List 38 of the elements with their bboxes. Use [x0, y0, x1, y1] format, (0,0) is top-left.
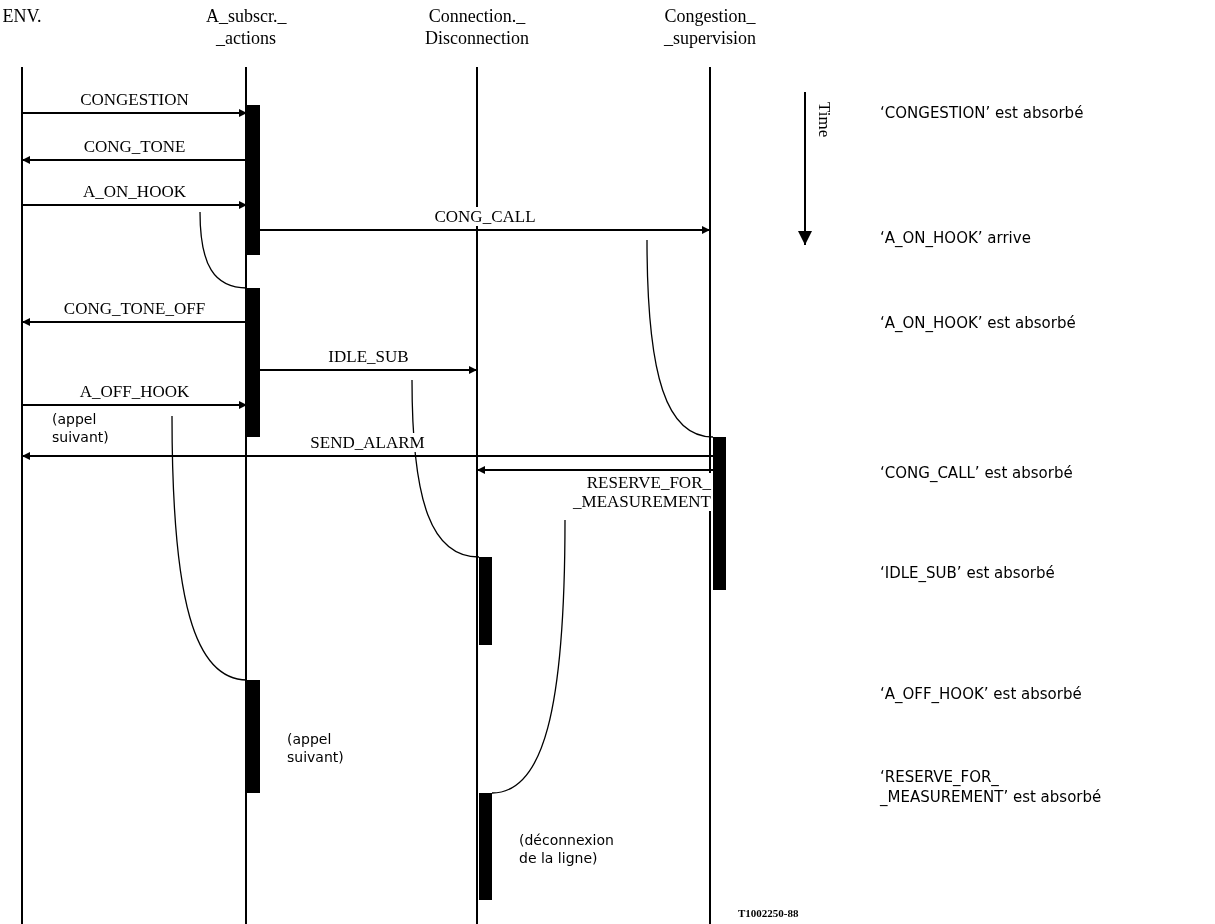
annotation: ‘CONG_CALL’ est absorbé	[880, 463, 1073, 483]
signal-curve	[646, 239, 714, 438]
lifeline-label: Connection._ Disconnection	[424, 5, 530, 49]
activation-bar	[479, 793, 492, 900]
activation-note: (appel suivant)	[287, 730, 345, 766]
activation-bar	[247, 680, 260, 793]
activation-bar	[247, 288, 260, 437]
message-label: CONG_CALL	[432, 207, 538, 226]
message-arrow	[21, 201, 248, 209]
message-arrow	[21, 318, 248, 326]
signal-curve	[411, 379, 480, 558]
annotation: ‘A_OFF_HOOK’ est absorbé	[880, 684, 1082, 704]
lifeline-label: A_subscr._ _actions	[206, 5, 286, 49]
message-arrow	[21, 401, 248, 409]
annotation: ‘IDLE_SUB’ est absorbé	[880, 563, 1055, 583]
message-note: (appel suivant)	[52, 410, 110, 446]
activation-bar	[713, 437, 726, 590]
activation-bar	[247, 105, 260, 255]
message-arrow	[21, 156, 248, 164]
activation-bar	[479, 557, 492, 645]
message-label: SEND_ALARM	[308, 433, 427, 452]
message-arrow	[259, 226, 711, 234]
lifeline-label: Congestion_ _supervision	[663, 5, 757, 49]
message-arrow	[21, 109, 248, 117]
message-arrow	[259, 366, 478, 374]
lifeline-label: ENV.	[1, 5, 43, 27]
signal-curve	[491, 519, 566, 794]
annotation: ‘CONGESTION’ est absorbé	[880, 103, 1084, 123]
annotation: ‘A_ON_HOOK’ est absorbé	[880, 313, 1076, 333]
signal-curve	[199, 211, 248, 289]
axis-label: Time	[814, 102, 834, 138]
annotation: ‘A_ON_HOOK’ arrive	[880, 228, 1031, 248]
annotation: ‘RESERVE_FOR_ _MEASUREMENT’ est absorbé	[880, 767, 1103, 807]
message-arrow	[476, 466, 714, 474]
figure-code: T1002250-88	[738, 906, 799, 921]
message-arrow	[21, 452, 714, 460]
activation-note: (déconnexion de la ligne)	[519, 831, 615, 867]
signal-curve	[171, 415, 248, 681]
